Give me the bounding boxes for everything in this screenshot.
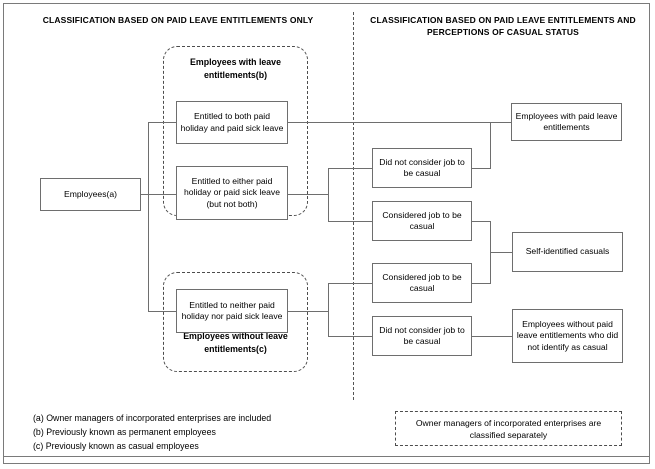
box-mid-did-not-consider-2[interactable]: Did not consider job to be casual (372, 316, 472, 356)
column-divider (353, 12, 354, 400)
box-out-without-paid-leave[interactable]: Employees without paid leave entitlement… (512, 309, 623, 363)
connector-split-to-mid1 (328, 168, 372, 169)
connector-to-both (148, 122, 176, 123)
connector-split-to-mid4 (328, 336, 372, 337)
box-mid-considered-2[interactable]: Considered job to be casual (372, 263, 472, 303)
connector-to-neither (148, 311, 176, 312)
connector-merge-to-out2 (490, 252, 512, 253)
box-employees-root[interactable]: Employees(a) (40, 178, 141, 211)
box-entitled-either[interactable]: Entitled to either paid holiday or paid … (176, 166, 288, 220)
header-right: CLASSIFICATION BASED ON PAID LEAVE ENTIT… (370, 15, 636, 37)
connector-both-to-out1 (288, 122, 511, 123)
group-label-with-leave: Employees with leave entitlements(b) (190, 57, 281, 80)
connector-mid3-out (472, 283, 491, 284)
footnote-c: (c) Previously known as casual employees (33, 441, 199, 451)
connector-split-lower-trunk (328, 283, 329, 336)
connector-left-trunk (148, 122, 149, 311)
footer-rule (4, 456, 649, 457)
connector-mid1-out (472, 168, 491, 169)
footnote-a: (a) Owner managers of incorporated enter… (33, 413, 272, 423)
footnote-b: (b) Previously known as permanent employ… (33, 427, 216, 437)
box-out-with-paid-leave[interactable]: Employees with paid leave entitlements (511, 103, 622, 141)
connector-to-either (148, 194, 176, 195)
connector-root-stub (141, 194, 149, 195)
connector-split-to-mid2 (328, 221, 372, 222)
header-left: CLASSIFICATION BASED ON PAID LEAVE ENTIT… (42, 15, 314, 25)
footnotes: (a) Owner managers of incorporated enter… (33, 411, 271, 453)
connector-mid2-out (472, 221, 491, 222)
connector-either-to-split (288, 194, 328, 195)
box-mid-did-not-consider-1[interactable]: Did not consider job to be casual (372, 148, 472, 188)
group-label-without-leave: Employees without leave entitlements(c) (183, 331, 288, 354)
box-entitled-neither[interactable]: Entitled to neither paid holiday nor pai… (176, 289, 288, 333)
connector-mid1-riser (490, 122, 491, 169)
group-without-leave-entitlements (163, 272, 308, 372)
connector-mid4-to-out3 (472, 336, 512, 337)
box-mid-considered-1[interactable]: Considered job to be casual (372, 201, 472, 241)
outer-frame (3, 3, 650, 464)
note-owner-managers: Owner managers of incorporated enterpris… (395, 411, 622, 446)
connector-neither-to-split (288, 311, 328, 312)
box-entitled-both[interactable]: Entitled to both paid holiday and paid s… (176, 101, 288, 144)
connector-split-upper-trunk (328, 168, 329, 221)
box-out-self-identified-casuals[interactable]: Self-identified casuals (512, 232, 623, 272)
connector-split-to-mid3 (328, 283, 372, 284)
